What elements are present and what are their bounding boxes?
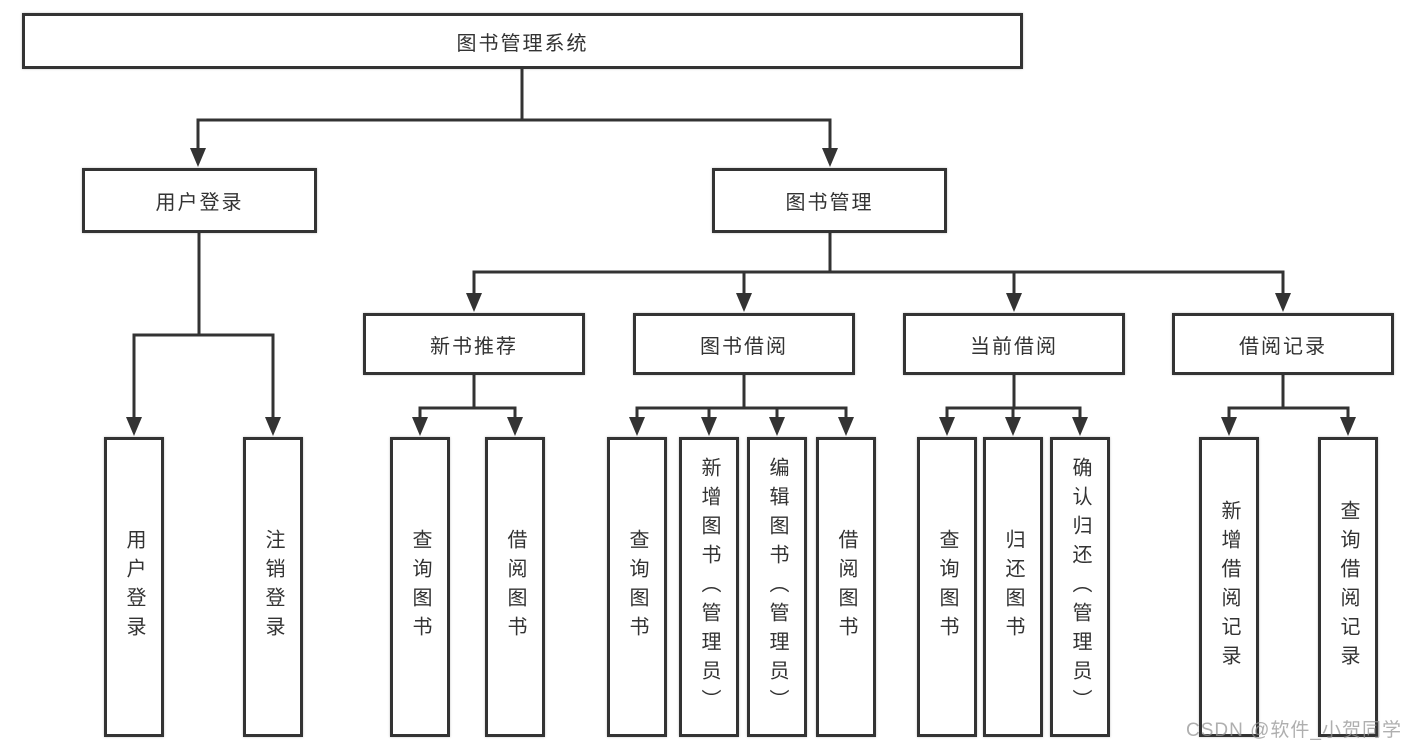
leaf-user-login-label: 用户登录 [123,529,145,645]
leaf-confirm-return-admin-label: 确认归还（管理员） [1069,456,1091,718]
leaf-borrow-books-borrow: 借阅图书 [816,437,876,737]
leaf-query-books-recommend: 查询图书 [390,437,450,737]
leaf-query-borrow-record-label: 查询借阅记录 [1337,500,1359,674]
leaf-query-borrow-record: 查询借阅记录 [1318,437,1378,737]
leaf-borrow-books-borrow-label: 借阅图书 [835,529,857,645]
leaf-edit-book-admin: 编辑图书（管理员） [747,437,807,737]
node-root-library-system: 图书管理系统 [22,13,1023,69]
leaf-borrow-books-recommend-label: 借阅图书 [504,529,526,645]
leaf-return-book-label: 归还图书 [1002,529,1024,645]
leaf-borrow-books-recommend: 借阅图书 [485,437,545,737]
node-new-book-recommend: 新书推荐 [363,313,585,375]
leaf-query-books-borrow: 查询图书 [607,437,667,737]
watermark: CSDN @软件_小贺同学 [1186,720,1402,741]
leaf-logout: 注销登录 [243,437,303,737]
node-book-management: 图书管理 [712,168,947,233]
leaf-add-borrow-record: 新增借阅记录 [1199,437,1259,737]
node-book-borrowing: 图书借阅 [633,313,855,375]
leaf-query-books-recommend-label: 查询图书 [409,529,431,645]
node-current-borrowing: 当前借阅 [903,313,1125,375]
leaf-add-book-admin: 新增图书（管理员） [679,437,739,737]
leaf-return-book: 归还图书 [983,437,1043,737]
leaf-confirm-return-admin: 确认归还（管理员） [1050,437,1110,737]
leaf-user-login: 用户登录 [104,437,164,737]
leaf-add-book-admin-label: 新增图书（管理员） [698,456,720,718]
leaf-query-books-current-label: 查询图书 [936,529,958,645]
leaf-query-books-borrow-label: 查询图书 [626,529,648,645]
node-borrow-records: 借阅记录 [1172,313,1394,375]
leaf-logout-label: 注销登录 [262,529,284,645]
leaf-query-books-current: 查询图书 [917,437,977,737]
node-user-login: 用户登录 [82,168,317,233]
leaf-edit-book-admin-label: 编辑图书（管理员） [766,456,788,718]
leaf-add-borrow-record-label: 新增借阅记录 [1218,500,1240,674]
